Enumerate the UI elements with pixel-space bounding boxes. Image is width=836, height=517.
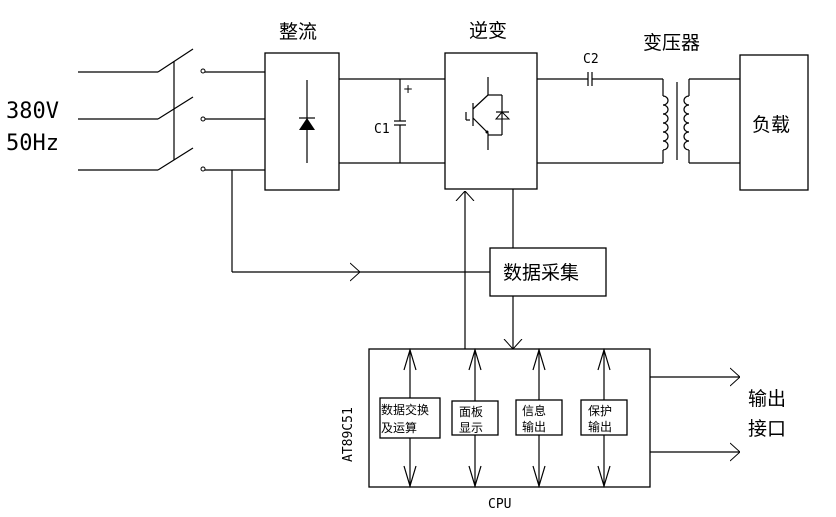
rectifier-label: 整流 <box>279 21 317 43</box>
capacitor-c1 <box>394 79 406 163</box>
inverter-label: 逆变 <box>469 20 507 42</box>
svg-text:数据交换: 数据交换 <box>381 402 429 417</box>
transformer-label: 变压器 <box>643 32 700 54</box>
output-interface-label-2: 接口 <box>748 418 786 440</box>
cpu-module-panel-display: 面板 显示 <box>451 347 499 489</box>
cpu-module-data-exchange: 数据交换 及运算 <box>379 347 441 489</box>
svg-text:显示: 显示 <box>459 421 483 435</box>
chip-label: AT89C51 <box>341 407 356 462</box>
cpu-module-info-output: 信息 输出 <box>515 347 563 489</box>
svg-text:输出: 输出 <box>522 419 546 434</box>
igbt-icon <box>465 77 511 150</box>
svg-text:及运算: 及运算 <box>381 420 417 435</box>
c1-polarity: + <box>403 82 413 96</box>
load-block <box>739 54 809 191</box>
data-acquisition-label: 数据采集 <box>503 262 579 284</box>
svg-text:面板: 面板 <box>459 405 483 419</box>
input-voltage-label: 380V <box>6 99 59 124</box>
svg-text:输出: 输出 <box>588 419 612 434</box>
diode-icon <box>299 80 315 163</box>
svg-text:保护: 保护 <box>588 404 612 418</box>
c1-label: C1 <box>374 122 390 137</box>
c2-label: C2 <box>583 52 599 67</box>
cpu-module-protection-output: 保护 输出 <box>580 347 628 489</box>
load-label: 负载 <box>752 114 790 136</box>
input-frequency-label: 50Hz <box>6 131 59 156</box>
output-interface-label-1: 输出 <box>748 388 786 410</box>
transformer-icon <box>662 78 740 164</box>
cpu-label: CPU <box>488 497 511 512</box>
data-acquisition-block <box>489 247 607 297</box>
three-phase-switch <box>78 48 265 172</box>
inverter-block <box>444 52 538 190</box>
svg-text:信息: 信息 <box>522 403 546 418</box>
rectifier-block <box>264 52 340 191</box>
